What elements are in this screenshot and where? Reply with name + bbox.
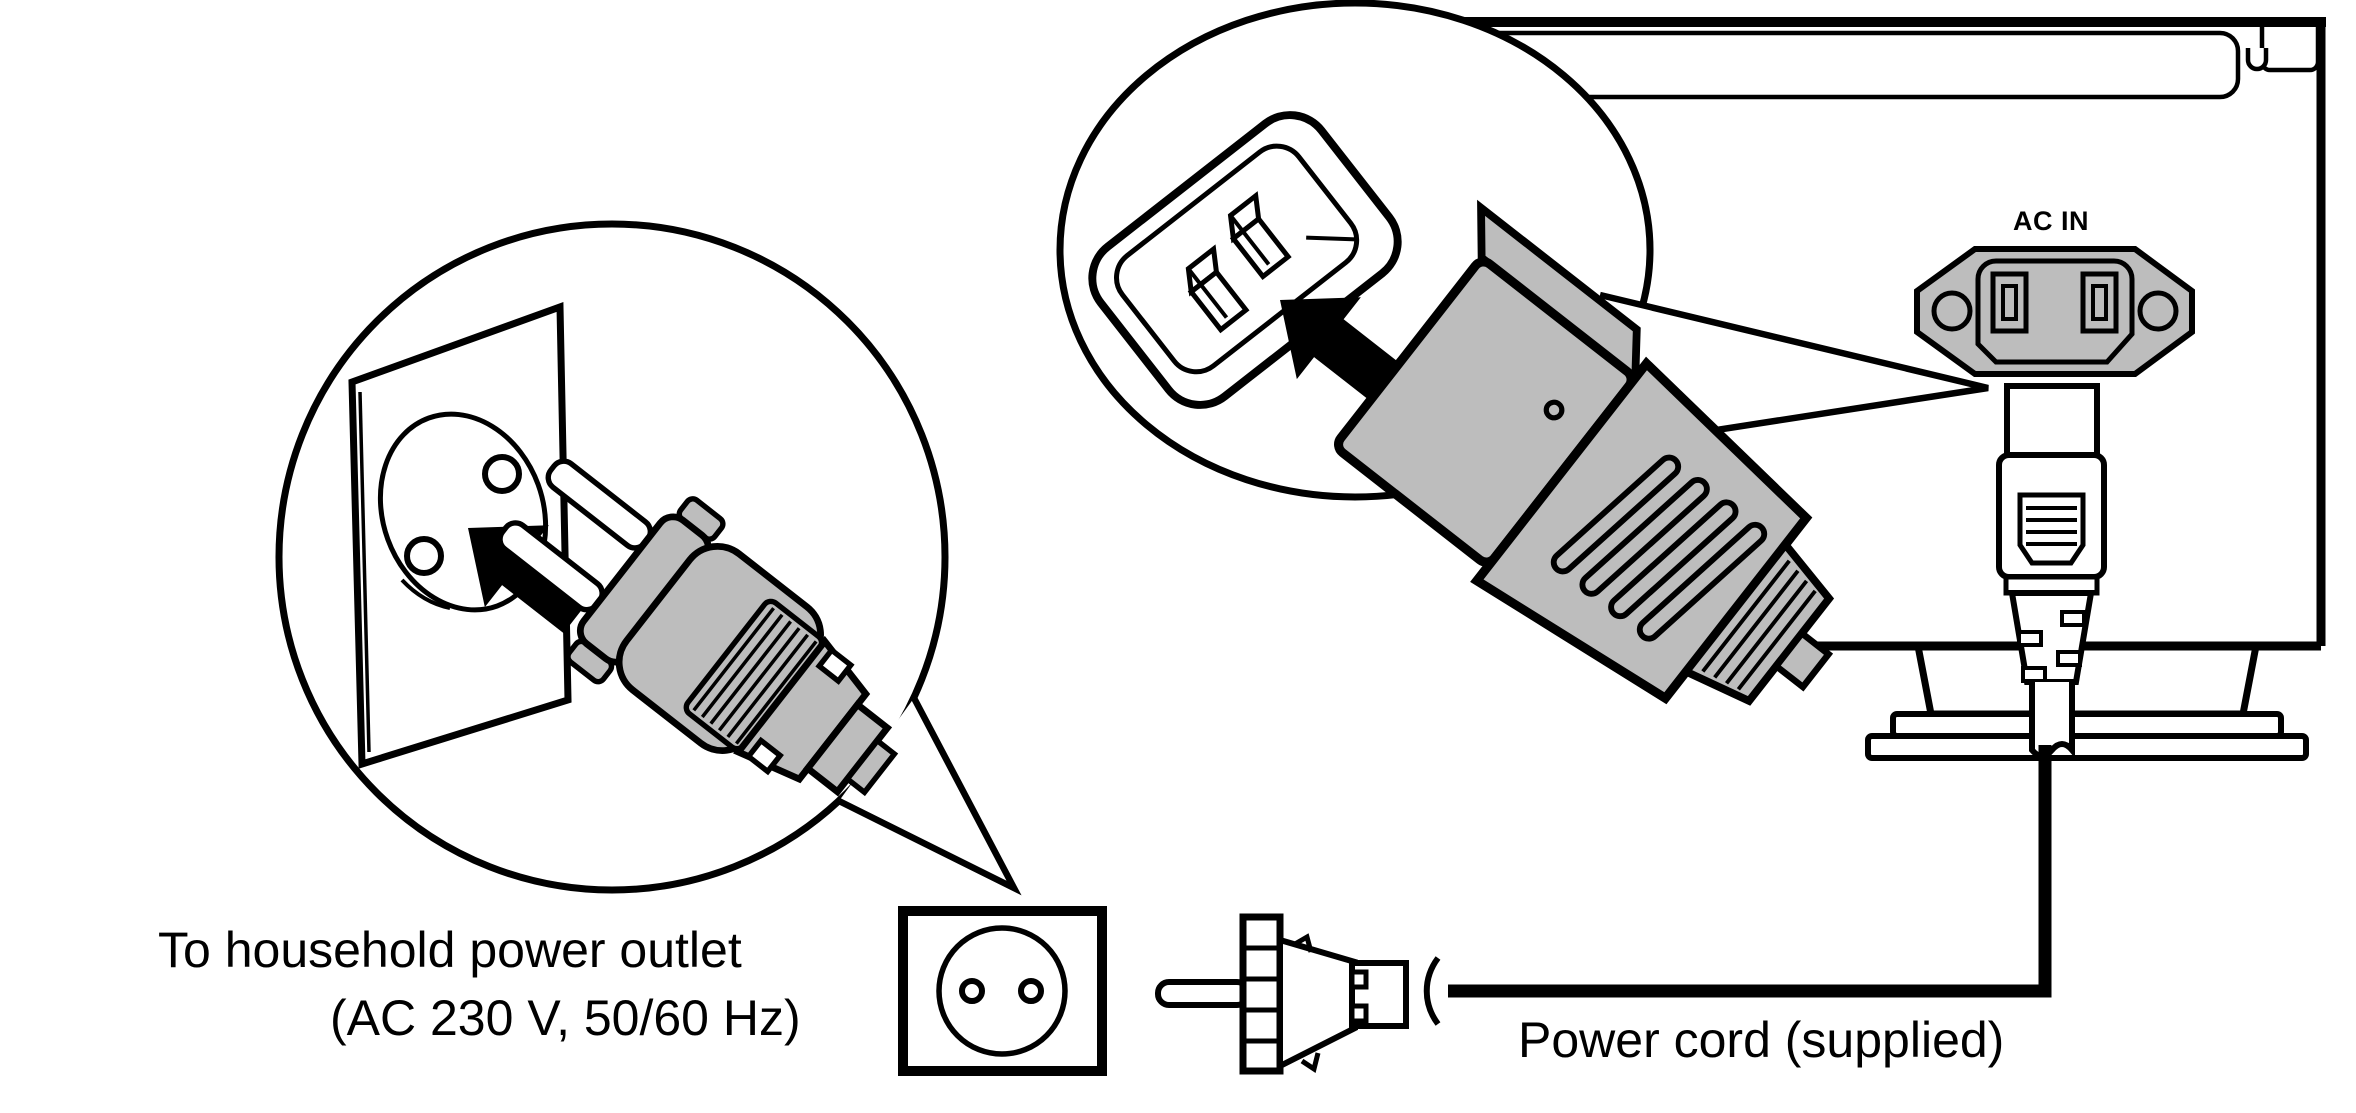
outlet-recess	[377, 411, 549, 613]
outlet-caption-line2: (AC 230 V, 50/60 Hz)	[330, 990, 801, 1046]
outlet-hole-right	[1018, 978, 1044, 1004]
ac-inlet-slot-left	[1990, 271, 2029, 334]
power-cord	[1448, 745, 2052, 998]
plug-body-side	[1277, 935, 1358, 1071]
iec-inlet-inner	[1114, 143, 1360, 375]
outlet-socket-circle	[936, 925, 1068, 1057]
plug-face-plate	[1239, 913, 1284, 1075]
ac-inlet-screw-left	[1931, 290, 1973, 332]
outlet-box	[898, 906, 1107, 1076]
iec-connector-cable-stub	[1771, 628, 1834, 692]
outlet-plate-hole-left	[404, 536, 444, 576]
connector-grip	[2017, 492, 2086, 566]
insert-arrow-icon-left	[468, 525, 594, 634]
foot-plate-lower	[1865, 733, 2309, 761]
connector-cable-boot	[2029, 682, 2075, 759]
ac-inlet-pin-right	[2091, 284, 2108, 321]
panel-corner-hook	[2245, 48, 2269, 72]
connector-neck	[2004, 383, 2100, 463]
outlet-hole-left	[959, 978, 985, 1004]
foot-plate-upper	[1890, 711, 2284, 739]
wall-outlet-schematic	[898, 906, 1107, 1076]
wall-outlet-plate	[348, 302, 572, 769]
euro-plug	[497, 458, 899, 797]
iec-inlet-prong-right	[1227, 191, 1292, 280]
power-plug-schematic	[1155, 913, 1441, 1075]
outlet-plate-hole-right	[482, 454, 522, 494]
iec-inlet	[1088, 111, 1402, 409]
attached-power-connector	[1996, 383, 2107, 759]
ac-inlet-pin-left	[2001, 284, 2018, 321]
device-back-panel	[1330, 17, 2326, 646]
cable-break-icon	[1423, 956, 1441, 1026]
panel-corner-tab	[2259, 27, 2321, 73]
ac-inlet-slot-right	[2080, 271, 2119, 334]
ac-in-label: AC IN	[2013, 206, 2089, 236]
device-foot	[1865, 642, 2309, 761]
ac-inlet	[1914, 246, 2195, 377]
power-cord-caption: Power cord (supplied)	[1518, 1012, 2005, 1068]
ac-inlet-screw-right	[2137, 290, 2179, 332]
iec-connector	[1334, 199, 1835, 706]
iec-inlet-prong-left	[1185, 244, 1250, 334]
ac-inlet-recess	[1975, 258, 2135, 365]
insert-arrow-icon-top	[1280, 297, 1406, 406]
outlet-caption-line1: To household power outlet	[158, 922, 742, 978]
plug-pin-side	[1155, 979, 1251, 1008]
